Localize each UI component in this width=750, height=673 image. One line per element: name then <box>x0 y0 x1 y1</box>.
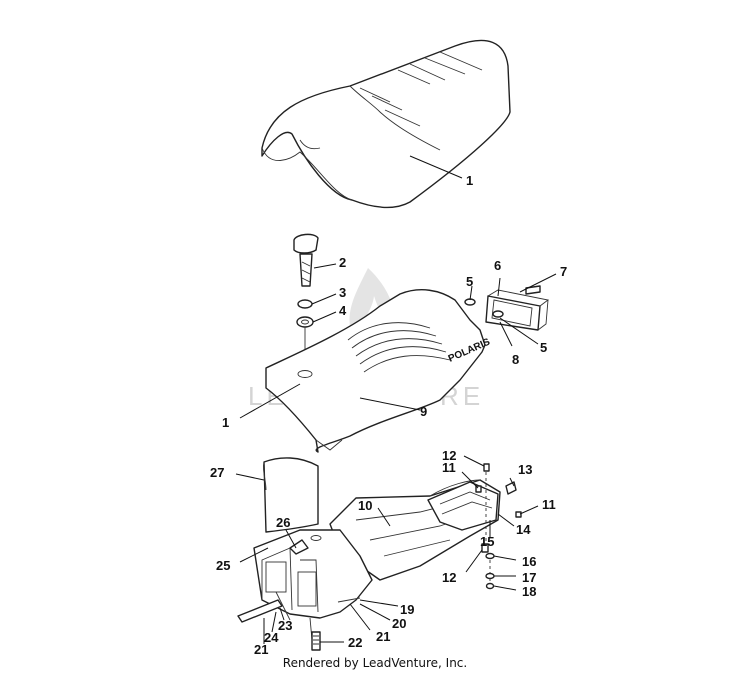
callout-5: 5 <box>540 340 547 355</box>
bolt-part <box>483 463 490 472</box>
callout-17: 17 <box>522 570 536 585</box>
callout-labels: 1 2 3 4 5 6 7 5 8 1 9 12 11 13 27 10 11 … <box>210 173 567 657</box>
callout-19: 19 <box>400 602 414 617</box>
callout-21: 21 <box>254 642 268 657</box>
callout-1: 1 <box>466 173 473 188</box>
callout-11: 11 <box>542 497 556 512</box>
bolt-part <box>481 543 489 553</box>
washer-part <box>485 552 495 560</box>
callout-14: 14 <box>516 522 531 537</box>
callout-16: 16 <box>522 554 536 569</box>
callout-9: 9 <box>420 404 427 419</box>
nut-part <box>515 511 522 518</box>
callout-23: 23 <box>278 618 292 633</box>
callout-5: 5 <box>466 274 473 289</box>
callout-22: 22 <box>348 635 362 650</box>
nut-part <box>475 485 482 493</box>
callout-10: 10 <box>358 498 372 513</box>
nut-part <box>485 582 495 590</box>
credit-line: Rendered by LeadVenture, Inc. <box>282 656 468 670</box>
leader-lines <box>235 155 557 644</box>
callout-27: 27 <box>210 465 224 480</box>
callout-1: 1 <box>222 415 229 430</box>
seat-base: POLARIS <box>265 289 492 453</box>
callout-21: 21 <box>376 629 390 644</box>
washer-part <box>492 310 504 318</box>
clip-part <box>505 481 517 495</box>
screw-part <box>525 285 541 295</box>
callout-26: 26 <box>276 515 290 530</box>
gasket-part <box>297 299 313 309</box>
callout-13: 13 <box>518 462 532 477</box>
callout-8: 8 <box>512 352 519 367</box>
callout-20: 20 <box>392 616 406 631</box>
callout-2: 2 <box>339 255 346 270</box>
fuel-line <box>237 591 321 651</box>
filler-neck-part <box>289 539 309 555</box>
washer-part <box>485 572 495 580</box>
callout-6: 6 <box>494 258 501 273</box>
rear-bracket <box>464 285 550 331</box>
grommet-part <box>296 316 314 328</box>
callout-25: 25 <box>216 558 230 573</box>
gas-cap <box>293 233 319 368</box>
mounting-hardware <box>475 463 522 590</box>
callout-12: 12 <box>442 570 456 585</box>
callout-7: 7 <box>560 264 567 279</box>
callout-3: 3 <box>339 285 346 300</box>
callout-12: 12 <box>442 448 456 463</box>
fuel-filter-part <box>311 631 321 651</box>
seat-cushion <box>261 39 511 209</box>
callout-11: 11 <box>442 460 456 475</box>
callout-4: 4 <box>339 303 347 318</box>
callout-24: 24 <box>264 630 279 645</box>
flame-logo-icon <box>349 268 395 354</box>
callout-18: 18 <box>522 584 536 599</box>
callout-15: 15 <box>480 534 494 549</box>
heat-shield <box>263 457 319 533</box>
